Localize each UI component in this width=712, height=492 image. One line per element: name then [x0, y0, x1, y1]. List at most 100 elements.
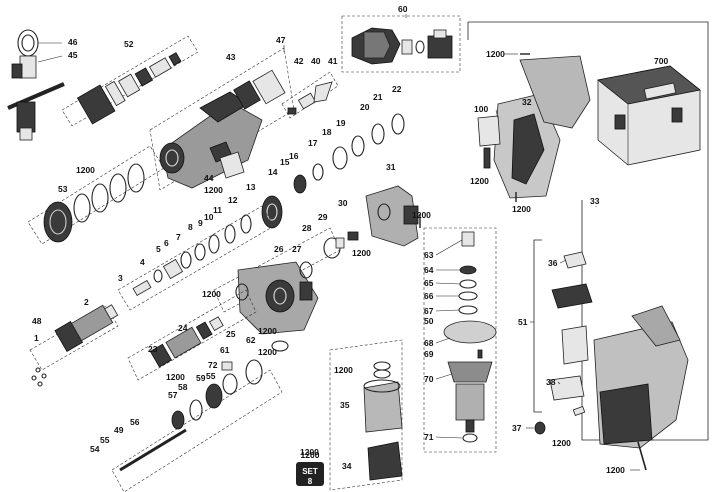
label-3: 3: [118, 273, 123, 283]
label-27: 27: [292, 244, 302, 254]
label-48: 48: [32, 316, 42, 326]
label-13: 13: [246, 182, 256, 192]
set-badge: SET 8 1200: [296, 450, 324, 486]
label-45: 45: [68, 50, 78, 60]
leader-lines: [37, 14, 640, 471]
barrel-52-group: [61, 35, 199, 127]
brush-holder-box: [329, 339, 403, 491]
label-52: 52: [124, 39, 134, 49]
label-15: 15: [280, 157, 290, 167]
label-4: 4: [140, 257, 145, 267]
label-1200-h: 1200: [202, 289, 221, 299]
label-62: 62: [246, 335, 256, 345]
label-71: 71: [424, 432, 434, 442]
label-29: 29: [318, 212, 328, 222]
label-1200-e: 1200: [352, 248, 371, 258]
label-1200-n: 1200: [334, 365, 353, 375]
label-1200-o: 1200: [300, 447, 319, 457]
ring-stack-middle: [117, 205, 275, 311]
label-59: 59: [196, 373, 206, 383]
small-parts-27-30: [299, 231, 359, 279]
label-100: 100: [474, 104, 488, 114]
label-23: 23: [148, 344, 158, 354]
label-1200-b: 1200: [76, 165, 95, 175]
part-labels: 46 45 52 60 47 43 42 40 41 1200 700 32 2…: [32, 4, 668, 475]
screws: [419, 53, 647, 471]
battery-body: [593, 305, 689, 449]
label-42: 42: [294, 56, 304, 66]
label-1200-l: 1200: [258, 347, 277, 357]
label-60: 60: [398, 4, 408, 14]
label-64: 64: [424, 265, 434, 275]
switch-lever-parts: [281, 71, 339, 119]
label-12: 12: [228, 195, 238, 205]
label-20: 20: [360, 102, 370, 112]
handle-housing: [477, 55, 591, 199]
label-1200-g: 1200: [512, 204, 531, 214]
label-55-b: 55: [100, 435, 110, 445]
label-67: 67: [424, 306, 434, 316]
label-32: 32: [522, 97, 532, 107]
label-63: 63: [424, 250, 434, 260]
label-25: 25: [226, 329, 236, 339]
label-1: 1: [34, 333, 39, 343]
lower-shaft-assembly: [111, 359, 283, 492]
label-21: 21: [373, 92, 383, 102]
label-1200-a: 1200: [486, 49, 505, 59]
lower-assembly-23-25: [127, 289, 257, 381]
label-46: 46: [68, 37, 78, 47]
label-41: 41: [328, 56, 338, 66]
label-72: 72: [208, 360, 218, 370]
label-56: 56: [130, 417, 140, 427]
carry-case: [597, 65, 701, 166]
label-34: 34: [342, 461, 352, 471]
label-1200-k: 1200: [258, 326, 277, 336]
label-10: 10: [204, 212, 214, 222]
label-37: 37: [512, 423, 522, 433]
label-17: 17: [308, 138, 318, 148]
set-badge-count: 8: [308, 477, 313, 486]
o-rings-group: [235, 283, 289, 352]
cylinder-assembly: [29, 304, 119, 387]
label-49: 49: [114, 425, 124, 435]
label-28: 28: [302, 223, 312, 233]
label-51: 51: [518, 317, 528, 327]
label-1200-f: 1200: [470, 176, 489, 186]
label-8: 8: [188, 222, 193, 232]
label-26: 26: [274, 244, 284, 254]
label-6: 6: [164, 238, 169, 248]
label-7: 7: [176, 232, 181, 242]
label-19: 19: [336, 118, 346, 128]
armature-assembly: [423, 227, 497, 453]
gear-housing-26: [213, 227, 341, 335]
label-1200-d: 1200: [412, 210, 431, 220]
gearbox-housing: [149, 47, 295, 191]
label-33: 33: [590, 196, 600, 206]
label-54: 54: [90, 444, 100, 454]
label-11: 11: [213, 205, 222, 215]
label-40: 40: [311, 56, 321, 66]
electronics-group: [533, 239, 593, 435]
label-55: 55: [206, 371, 216, 381]
label-50: 50: [424, 316, 434, 326]
set-badge-caption: 1200: [301, 450, 320, 460]
motor-mount-31: [365, 185, 419, 247]
label-31: 31: [386, 162, 396, 172]
label-1200-m: 1200: [166, 372, 185, 382]
label-1200-i: 1200: [552, 438, 571, 448]
side-handle: [7, 29, 65, 141]
ring-stack-upper: [261, 113, 405, 229]
label-22: 22: [392, 84, 402, 94]
label-14: 14: [268, 167, 278, 177]
label-53: 53: [58, 184, 68, 194]
label-2: 2: [84, 297, 89, 307]
label-35: 35: [340, 400, 350, 410]
label-44: 44: [204, 173, 214, 183]
label-43: 43: [226, 52, 236, 62]
label-70: 70: [424, 374, 434, 384]
ring-stack-53: [27, 145, 165, 245]
label-68: 68: [424, 338, 434, 348]
label-38: 38: [546, 377, 556, 387]
label-69: 69: [424, 349, 434, 359]
